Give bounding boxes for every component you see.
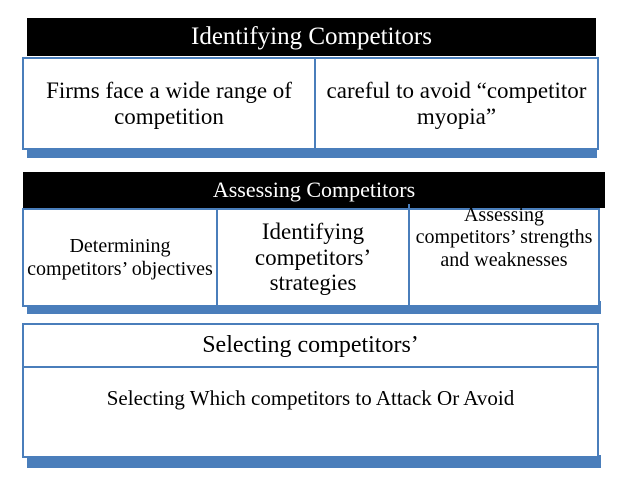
block-header-assessing-competitors: Assessing Competitors <box>23 172 605 208</box>
cell-determining-objectives: Determining competitors’ objectives <box>27 235 213 280</box>
cell-selecting-which-competitors: Selecting Which competitors to Attack Or… <box>106 385 515 410</box>
block-shadow-bar <box>27 455 601 468</box>
cell-competitor-myopia: careful to avoid “competitor myopia” <box>314 59 597 148</box>
cell-firms-face-wide-range: Firms face a wide range of competition <box>46 77 292 129</box>
cell-assessing-strengths-weaknesses: Assessing competitors’ strengths and wea… <box>408 204 598 305</box>
block-body-identifying-competitors: Firms face a wide range of competition c… <box>22 57 599 150</box>
block-header-identifying-competitors: Identifying Competitors <box>27 18 596 56</box>
block-body-assessing-competitors: Determining competitors’ objectives Iden… <box>22 204 600 307</box>
block-header-selecting-competitors: Selecting competitors’ <box>24 325 597 368</box>
cell-identifying-strategies: Identifying competitors’ strategies <box>216 210 408 305</box>
block-identifying-competitors: Identifying Competitors Firms face a wid… <box>0 0 638 163</box>
block-body-selecting-competitors: Selecting competitors’ Selecting Which c… <box>22 323 599 458</box>
